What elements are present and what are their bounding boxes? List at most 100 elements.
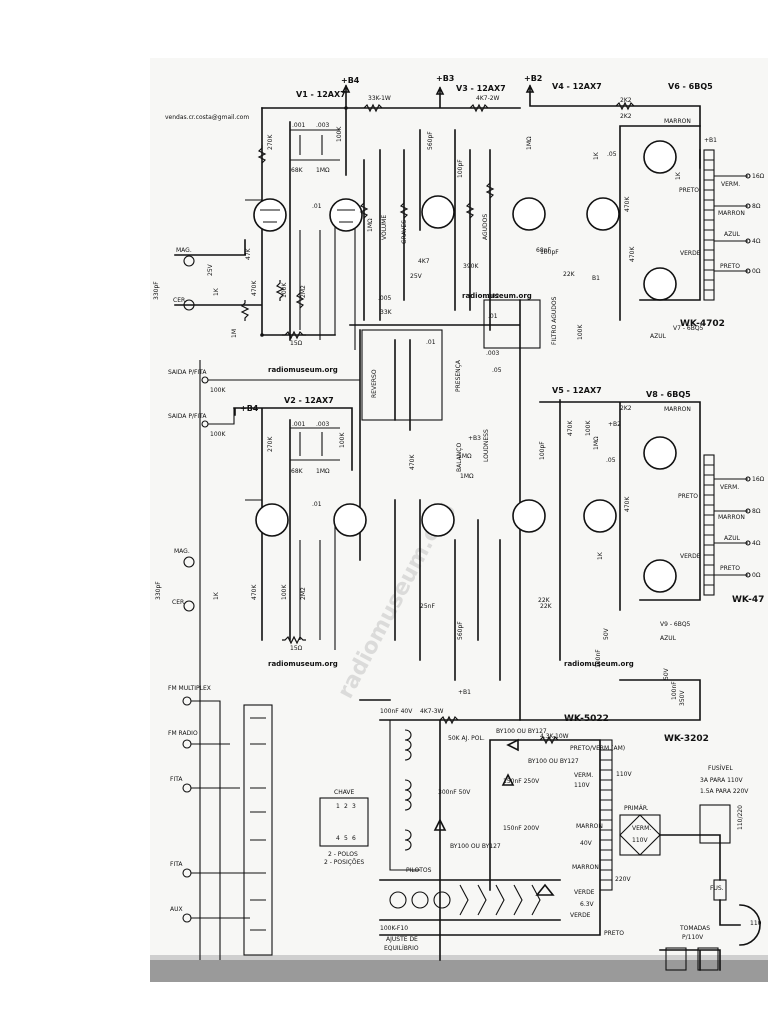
pl-val-13: 100nF bbox=[595, 649, 602, 668]
volume-label: VOLUME bbox=[381, 215, 388, 240]
cap-top-label: 100nF 40V bbox=[380, 708, 413, 715]
pu-val-3: 22K bbox=[563, 271, 576, 278]
power-supply: WK-5022 WK-3202 +B1 4K7-3W 4.3K-10W BY10… bbox=[359, 679, 762, 971]
ch2-330pf-label: 330pF bbox=[155, 581, 162, 600]
presenca-label: PRESENÇA bbox=[455, 359, 462, 392]
channel2-preamp: V2 - 12AX7 +B4 MAG. CER. 330pF .001 .003… bbox=[155, 396, 367, 652]
fus-label: FUS. bbox=[710, 885, 724, 892]
tap-16-lower[interactable] bbox=[745, 476, 751, 482]
pu-val-8: 2K2 bbox=[620, 113, 632, 120]
mag2-jack-icon[interactable] bbox=[183, 556, 195, 568]
tomadas-label: TOMADAS bbox=[679, 925, 710, 932]
color-upper-0: VERM. bbox=[721, 181, 740, 188]
reverso-switch-box[interactable] bbox=[361, 329, 443, 421]
speaker-taps-lower bbox=[714, 478, 748, 576]
tone-section: VOLUME GRAVES AGUDOS FILTRO AGUDOS REVER… bbox=[349, 129, 620, 721]
chave-sub1: 2 - POLOS bbox=[328, 851, 358, 858]
diode3-label: BY100 OU BY127 bbox=[450, 843, 501, 850]
r4k7-supply-label: 4K7-3W bbox=[420, 708, 444, 715]
tap-16-upper[interactable] bbox=[745, 173, 751, 179]
color-lower-0: VERM. bbox=[720, 484, 739, 491]
wire-10: PRETO bbox=[604, 930, 624, 937]
pu-val-0: .05 bbox=[607, 151, 617, 158]
filtro-agudos-box[interactable] bbox=[483, 299, 541, 349]
pilot-l1: AJUSTE DE bbox=[386, 936, 418, 943]
v6-label: V6 - 6BQ5 bbox=[668, 82, 713, 91]
tap-0-lower[interactable] bbox=[745, 572, 751, 578]
selector-switch[interactable] bbox=[243, 704, 273, 956]
ch2-wires-thin bbox=[245, 427, 340, 650]
ch1-val-2: 68K bbox=[291, 167, 304, 174]
saida-fita2-label: SAIDA P/FITA bbox=[168, 413, 207, 420]
tone-val-3: .005 bbox=[378, 295, 392, 302]
power-upper-wires bbox=[619, 125, 701, 321]
saida-wires bbox=[208, 379, 360, 425]
tap-8-upper[interactable] bbox=[745, 203, 751, 209]
v5-label: V5 - 12AX7 bbox=[552, 386, 602, 395]
fus-note1: 3A PARA 110V bbox=[700, 777, 744, 784]
chave-n2: 2 bbox=[344, 803, 348, 810]
agudos-label: AGUDOS bbox=[482, 214, 489, 240]
v6-tube-icon bbox=[643, 140, 677, 174]
v7-label: V7 - 6BQ5 bbox=[673, 325, 704, 332]
chave-legend: CHAVE 1 2 3 4 5 6 2 - POLOS 2 - POSIÇÕES bbox=[319, 789, 369, 866]
pl-val-14: 50V bbox=[663, 667, 670, 680]
left-inputs: SAIDA P/FITA SAIDA P/FITA 100K 100K FM M… bbox=[168, 360, 360, 960]
color-lower-4: VERDE bbox=[680, 553, 701, 560]
ch1-val-1: .003 bbox=[316, 122, 330, 129]
tap-lower-0: 16Ω bbox=[752, 476, 765, 483]
mag-jack-icon[interactable] bbox=[183, 255, 195, 267]
outlet2-icon[interactable] bbox=[697, 947, 719, 971]
chave-switch-icon bbox=[319, 797, 369, 847]
v110-label: 110 bbox=[750, 920, 762, 927]
tone-val-17: 470K bbox=[409, 454, 416, 470]
v9-tube-icon bbox=[643, 559, 677, 593]
rail-arrows bbox=[341, 84, 535, 95]
pl-val-11: 22K bbox=[540, 603, 553, 610]
v1b-tube-icon bbox=[329, 198, 363, 232]
power-lower: V8 - 6BQ5 V5 - 12AX7 WK-47 V9 - 6BQ5 16Ω… bbox=[468, 386, 765, 706]
tap-0-upper[interactable] bbox=[745, 268, 751, 274]
pilot-diode-icon bbox=[535, 883, 555, 896]
tap-8-lower[interactable] bbox=[745, 508, 751, 514]
ch2-val-3: 1MΩ bbox=[316, 468, 330, 475]
mains-switch-icon[interactable] bbox=[699, 804, 731, 844]
watermark-ch1: radiomuseum.org bbox=[268, 366, 338, 374]
wire-11: VERM. bbox=[632, 825, 651, 832]
tap-lower-1: 8Ω bbox=[752, 508, 761, 515]
tone-val-14: .05 bbox=[492, 367, 502, 374]
tap-upper-1: 8Ω bbox=[752, 203, 761, 210]
primario-label: PRIMÁR. bbox=[624, 805, 649, 812]
v4a-tube-icon bbox=[512, 197, 546, 231]
ch2-val-2: 68K bbox=[291, 468, 304, 475]
ch1-val-12: 47K bbox=[245, 247, 252, 260]
wire-12: 110V bbox=[632, 837, 648, 844]
ch1-val-5: 100K bbox=[336, 126, 343, 142]
input-wires bbox=[191, 360, 250, 960]
tap-4-upper[interactable] bbox=[745, 238, 751, 244]
ch1-val-13: 1M bbox=[231, 329, 238, 338]
tone-val-5: 390K bbox=[463, 263, 479, 270]
cer-jack-icon[interactable] bbox=[183, 299, 195, 311]
ch1-resistors bbox=[240, 145, 305, 321]
wire-5: 110V bbox=[616, 771, 632, 778]
color-upper-5: MARRON bbox=[664, 118, 691, 125]
cer2-jack-icon[interactable] bbox=[183, 600, 195, 612]
ch2-val-10: 2M2 bbox=[300, 587, 307, 600]
ch1-val-4: 270K bbox=[267, 134, 274, 150]
top-rail bbox=[261, 85, 701, 169]
outlet1-icon[interactable] bbox=[665, 947, 687, 971]
tap-4-lower[interactable] bbox=[745, 540, 751, 546]
ch2-val-9: 470K bbox=[251, 584, 258, 600]
chave-n6: 6 bbox=[352, 835, 356, 842]
pu-val-2: 100pF bbox=[540, 249, 559, 256]
pl-val-6: 100K bbox=[585, 420, 592, 436]
plug-icon bbox=[739, 904, 761, 946]
color-upper-6: PRETO bbox=[679, 187, 699, 194]
balanco-label: BALANÇO bbox=[456, 443, 463, 472]
pl-val-2: 100pF bbox=[539, 441, 546, 460]
ch2-val-7: 15Ω bbox=[290, 645, 303, 652]
color-lower-3: PRETO bbox=[720, 565, 740, 572]
pu-val-1: 470K bbox=[624, 196, 631, 212]
wire-6: 220V bbox=[615, 876, 631, 883]
